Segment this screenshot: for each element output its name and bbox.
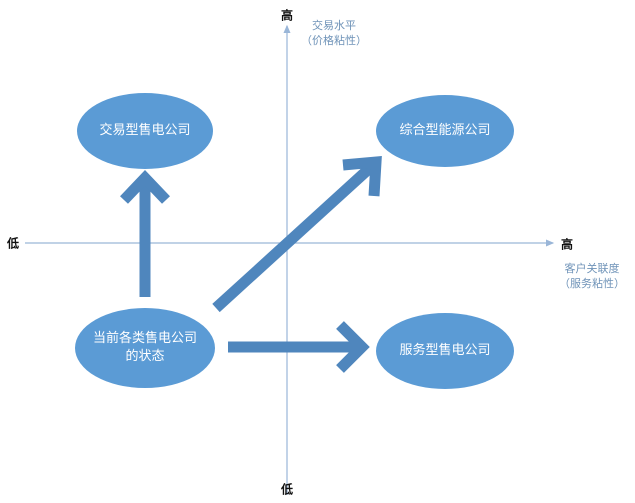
y-axis-title-line2: （价格粘性） [301, 34, 367, 47]
arrow-up [120, 170, 170, 297]
arrow-right [228, 321, 370, 373]
node-current-label: 当前各类售电公司 的状态 [93, 330, 197, 366]
ellipse-current [75, 308, 215, 388]
y-axis-low-label: 低 [280, 482, 294, 497]
x-axis-low-label: 低 [6, 236, 20, 251]
y-axis-high-label: 高 [280, 8, 294, 23]
x-axis-title-line2: （服务粘性） [559, 277, 625, 290]
node-transaction-label: 交易型售电公司 [99, 123, 191, 138]
node-service-label: 服务型售电公司 [399, 343, 491, 358]
arrow-diagonal [212, 155, 382, 313]
ellipse-transaction [77, 93, 213, 169]
x-axis-high-label: 高 [560, 237, 574, 252]
node-current-line2: 的状态 [125, 349, 165, 364]
x-axis-title-line1: 客户关联度 [564, 262, 620, 275]
y-axis-title-line1: 交易水平 [312, 19, 356, 32]
node-integrated-label: 综合型能源公司 [399, 123, 491, 138]
y-axis-title: 交易水平 （价格粘性） [301, 18, 367, 48]
x-axis-title: 客户关联度 （服务粘性） [559, 261, 625, 291]
node-current-line1: 当前各类售电公司 [92, 331, 198, 346]
ellipse-integrated [376, 95, 514, 167]
ellipse-service [376, 313, 514, 389]
